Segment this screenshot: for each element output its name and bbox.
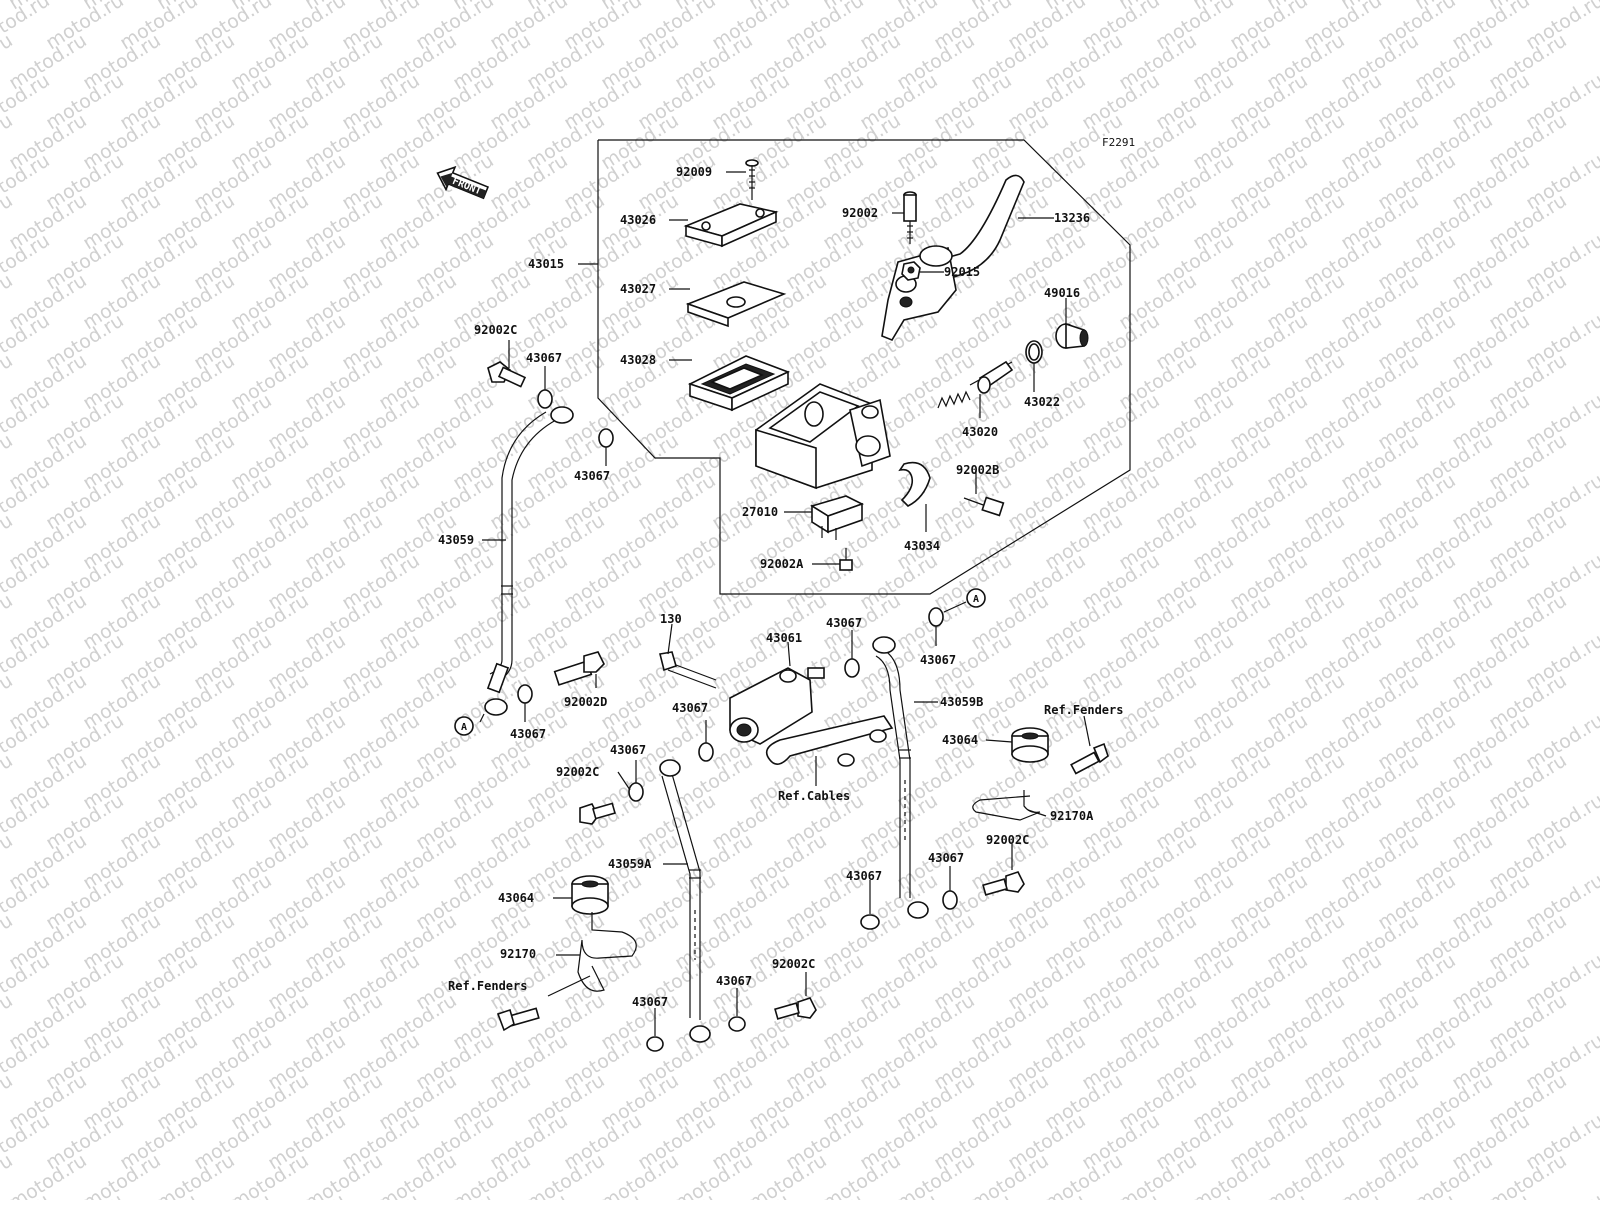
callout-43061: 43061: [766, 631, 802, 645]
callout-130: 130: [660, 612, 682, 626]
callout-43059b: 43059B: [940, 695, 983, 709]
callout-13236: 13236: [1054, 211, 1090, 225]
callout-43026: 43026: [620, 213, 656, 227]
callout-92002b: 92002B: [956, 463, 999, 477]
callout-43059a: 43059A: [608, 857, 652, 871]
callout-27010: 27010: [742, 505, 778, 519]
callout-92170a: 92170A: [1050, 809, 1094, 823]
callout-43028: 43028: [620, 353, 656, 367]
callout-43034: 43034: [904, 539, 940, 553]
callout-92002d: 92002D: [564, 695, 607, 709]
callout-43067: 43067: [632, 995, 668, 1009]
callout-ref-cables: Ref.Cables: [778, 789, 850, 803]
callout-92002c: 92002C: [986, 833, 1029, 847]
callout-92009: 92009: [676, 165, 712, 179]
callout-43067: 43067: [510, 727, 546, 741]
callout-43067: 43067: [610, 743, 646, 757]
callout-43064: 43064: [942, 733, 978, 747]
grommet-43064-right: [1011, 727, 1049, 763]
callout-a: A: [973, 594, 979, 605]
callout-ref-fenders: Ref.Fenders: [448, 979, 527, 993]
callout-a: A: [461, 722, 467, 733]
callout-43067: 43067: [716, 974, 752, 988]
callout-92002c: 92002C: [772, 957, 815, 971]
callout-43067: 43067: [672, 701, 708, 715]
callout-43015: 43015: [528, 257, 564, 271]
callout-43027: 43027: [620, 282, 656, 296]
callout-92002c: 92002C: [556, 765, 599, 779]
callout-92170: 92170: [500, 947, 536, 961]
callout-43067: 43067: [574, 469, 610, 483]
callout-49016: 49016: [1044, 286, 1080, 300]
nut-92015: [901, 261, 921, 281]
callout-ref-fenders: Ref.Fenders: [1044, 703, 1123, 717]
figure-code: F2291: [1102, 136, 1135, 149]
callout-43059: 43059: [438, 533, 474, 547]
callout-92002a: 92002A: [760, 557, 804, 571]
callout-43067: 43067: [846, 869, 882, 883]
callout-92002c: 92002C: [474, 323, 517, 337]
circlip-43022: [1025, 340, 1043, 364]
grommet-43064-left: [571, 875, 609, 915]
callout-43064: 43064: [498, 891, 534, 905]
callout-43022: 43022: [1024, 395, 1060, 409]
callout-43067: 43067: [826, 616, 862, 630]
callout-43067: 43067: [920, 653, 956, 667]
callout-43067: 43067: [526, 351, 562, 365]
callout-43067: 43067: [928, 851, 964, 865]
callout-92002: 92002: [842, 206, 878, 220]
callout-92015: 92015: [944, 265, 980, 279]
callout-43020: 43020: [962, 425, 998, 439]
